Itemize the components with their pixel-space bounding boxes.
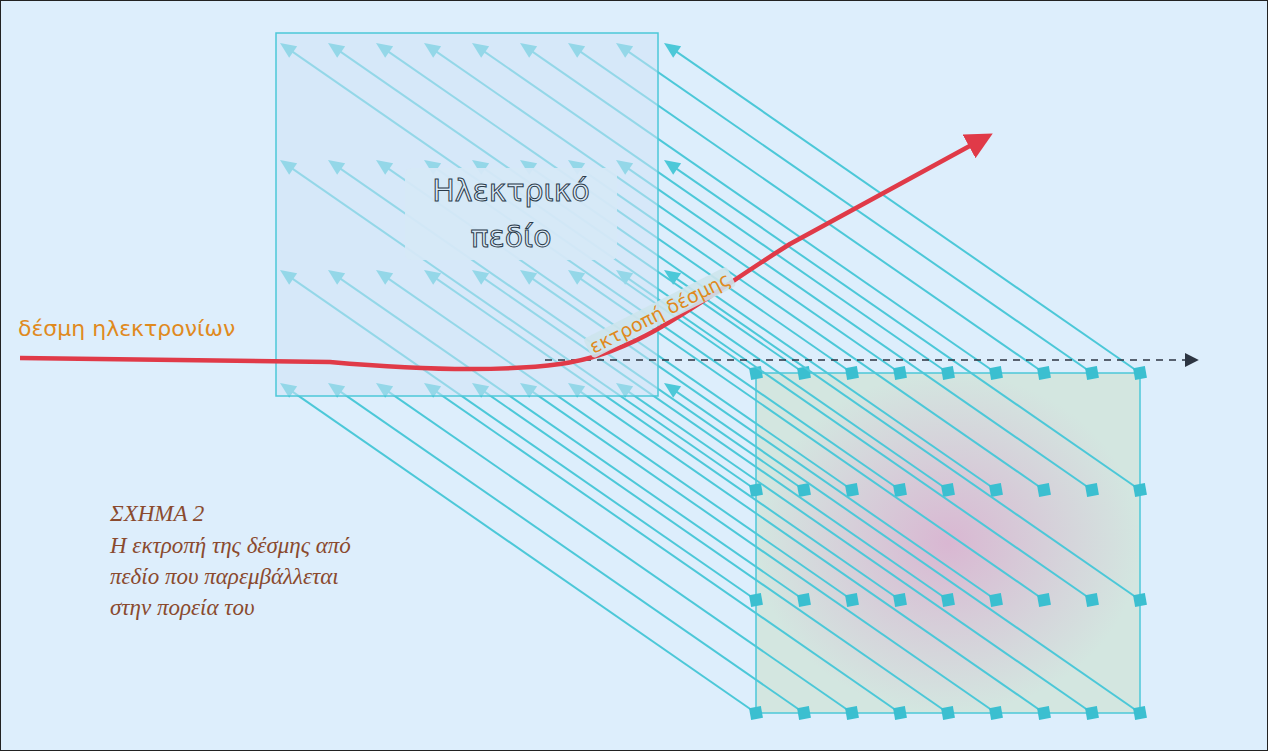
field-line-end <box>1085 483 1099 497</box>
field-label: Ηλεκτρικό πεδίο <box>405 168 617 260</box>
field-line-end <box>1085 593 1099 607</box>
field-line-end <box>1037 593 1051 607</box>
field-arrowhead <box>664 383 681 398</box>
field-line-end <box>941 593 955 607</box>
field-arrowhead <box>664 43 681 58</box>
field-line-end <box>893 593 907 607</box>
field-line-end <box>749 483 763 497</box>
field-line-end <box>893 706 907 720</box>
field-line <box>290 390 756 713</box>
field-line <box>578 390 1044 713</box>
field-line <box>530 390 996 713</box>
field-line-end <box>1085 706 1099 720</box>
field-line-end <box>845 483 859 497</box>
field-line <box>386 390 852 713</box>
figure-caption: Η εκτροπή της δέσμης από πεδίο που παρεμ… <box>110 530 385 623</box>
field-line-end <box>1037 706 1051 720</box>
field-line-end <box>845 706 859 720</box>
field-line-end <box>797 483 811 497</box>
field-line-end <box>797 593 811 607</box>
field-arrowhead <box>664 270 681 285</box>
field-line <box>674 167 1140 490</box>
field-line-end <box>989 483 1003 497</box>
field-arrowhead <box>664 160 681 175</box>
field-line-end <box>989 366 1003 380</box>
undeflected-path <box>545 359 1196 361</box>
field-line-end <box>845 366 859 380</box>
field-line-end <box>845 593 859 607</box>
field-line <box>338 390 804 713</box>
field-line-end <box>1037 366 1051 380</box>
figure-title: ΣΧΗΜΑ 2 <box>110 498 204 529</box>
field-line-end <box>1037 483 1051 497</box>
field-line-end <box>749 706 763 720</box>
field-line-end <box>941 706 955 720</box>
field-line-end <box>893 366 907 380</box>
field-line-end <box>1085 366 1099 380</box>
field-line-end <box>989 593 1003 607</box>
field-line-end <box>1133 593 1147 607</box>
field-line <box>434 390 900 713</box>
field-line-end <box>1133 483 1147 497</box>
field-line-end <box>797 706 811 720</box>
field-line-end <box>1133 706 1147 720</box>
field-line <box>482 390 948 713</box>
field-line-end <box>989 706 1003 720</box>
field-line <box>626 390 1092 713</box>
field-line-end <box>749 593 763 607</box>
field-line-end <box>893 483 907 497</box>
beam-label: δέσμη ηλεκτρονίων <box>18 316 235 341</box>
field-line-end <box>941 366 955 380</box>
field-line-end <box>941 483 955 497</box>
field-line <box>674 390 1140 713</box>
field-line-end <box>1133 366 1147 380</box>
field-line <box>626 167 1092 490</box>
